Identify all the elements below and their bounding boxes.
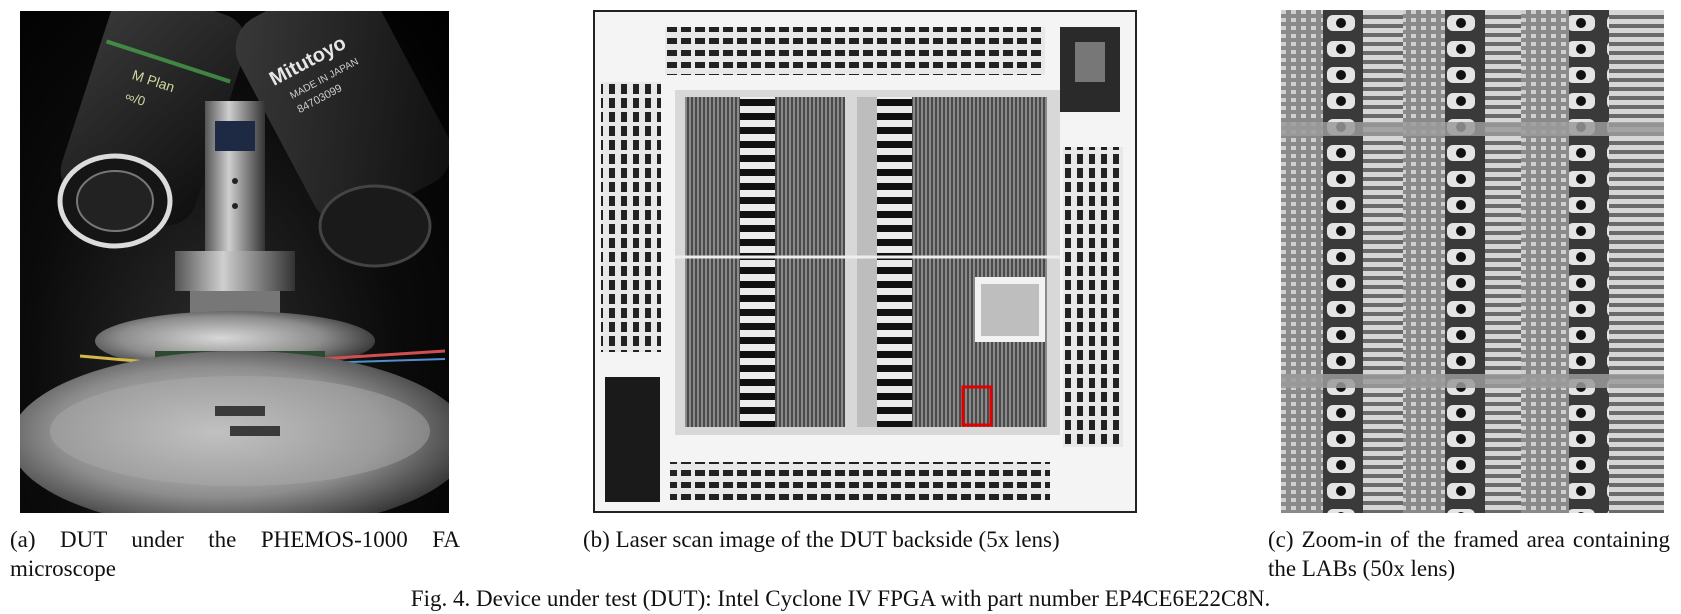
framed-area-marker <box>961 385 993 427</box>
laser-scan-image <box>593 10 1137 513</box>
caption-b: (b) Laser scan image of the DUT backside… <box>583 527 1060 552</box>
figure-caption: Fig. 4. Device under test (DUT): Intel C… <box>410 586 1271 611</box>
caption-c: (c) Zoom-in of the framed area containin… <box>1268 527 1670 581</box>
lens-left-marking2: ∞/0 <box>123 88 147 108</box>
caption-a: (a) DUT under the PHEMOS-1000 FA microsc… <box>10 527 460 581</box>
right-objective-lens: Mitutoyo MADE IN JAPAN 84703099 <box>235 11 449 225</box>
dut-microscope-photo: M Plan ∞/0 Mitutoyo MADE IN JAPAN 847030… <box>20 11 449 513</box>
lab-zoom-image <box>1281 10 1664 513</box>
